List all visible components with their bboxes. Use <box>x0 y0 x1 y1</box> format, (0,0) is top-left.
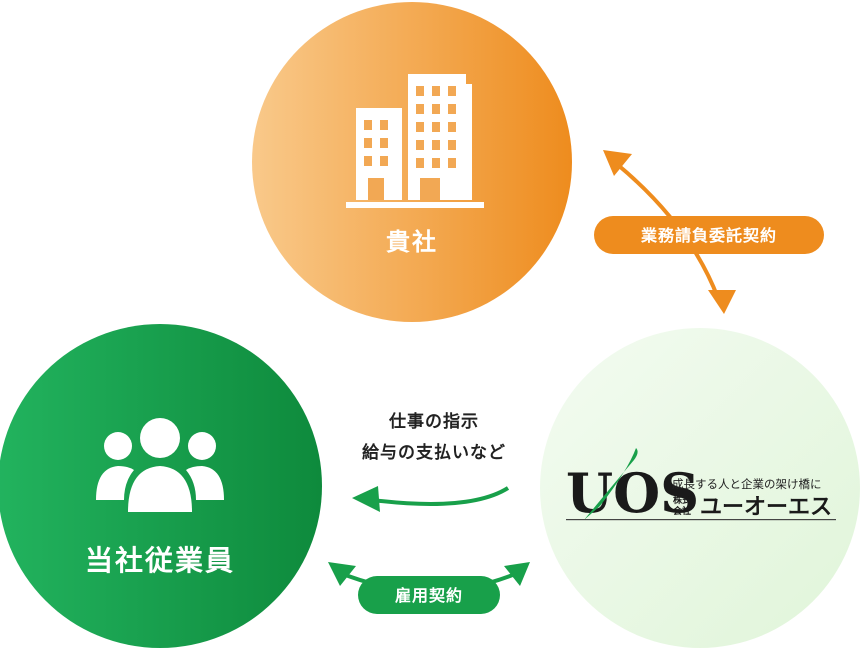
orange-arrowhead-top <box>603 150 632 176</box>
orange-arrowhead-bottom <box>708 290 736 314</box>
contract-label: 業務請負委託契約 <box>640 226 777 245</box>
employment-pill-bg <box>358 576 500 614</box>
kabushiki-line2: 会社 <box>673 505 691 517</box>
company-logo: UOS 成長する人と企業の架け橋に 株式 会社 ユーオーエス <box>566 448 836 525</box>
instructions-line1: 仕事の指示 <box>388 411 479 432</box>
building-icon <box>346 74 484 208</box>
company-circle <box>540 328 860 648</box>
client-label: 貴社 <box>386 228 438 256</box>
company-name: ユーオーエス <box>700 495 832 520</box>
logo-uos-text: UOS <box>566 461 699 525</box>
contract-pill-bg <box>594 216 824 254</box>
client-node: 貴社 <box>252 2 572 322</box>
logo-underline <box>566 519 836 521</box>
employees-label: 当社従業員 <box>85 544 235 577</box>
kabushiki-line1: 株式 <box>673 494 691 506</box>
company-tagline: 成長する人と企業の架け橋に <box>672 477 822 491</box>
employees-node: 当社従業員 <box>0 324 322 648</box>
employment-label: 雇用契約 <box>395 586 463 605</box>
contract-pill: 業務請負委託契約 <box>594 216 824 254</box>
employment-group: 雇用契約 <box>328 562 530 614</box>
instructions-group: 仕事の指示 給与の支払いなど <box>352 411 510 512</box>
company-node: UOS 成長する人と企業の架け橋に 株式 会社 ユーオーエス <box>540 328 860 648</box>
people-icon <box>96 418 224 512</box>
instructions-arrow-line <box>371 486 510 506</box>
employment-arrowhead-left <box>328 562 356 586</box>
instructions-line2: 給与の支払いなど <box>362 442 506 463</box>
employment-arrowhead-right <box>504 562 530 586</box>
instructions-arrowhead <box>352 486 380 512</box>
